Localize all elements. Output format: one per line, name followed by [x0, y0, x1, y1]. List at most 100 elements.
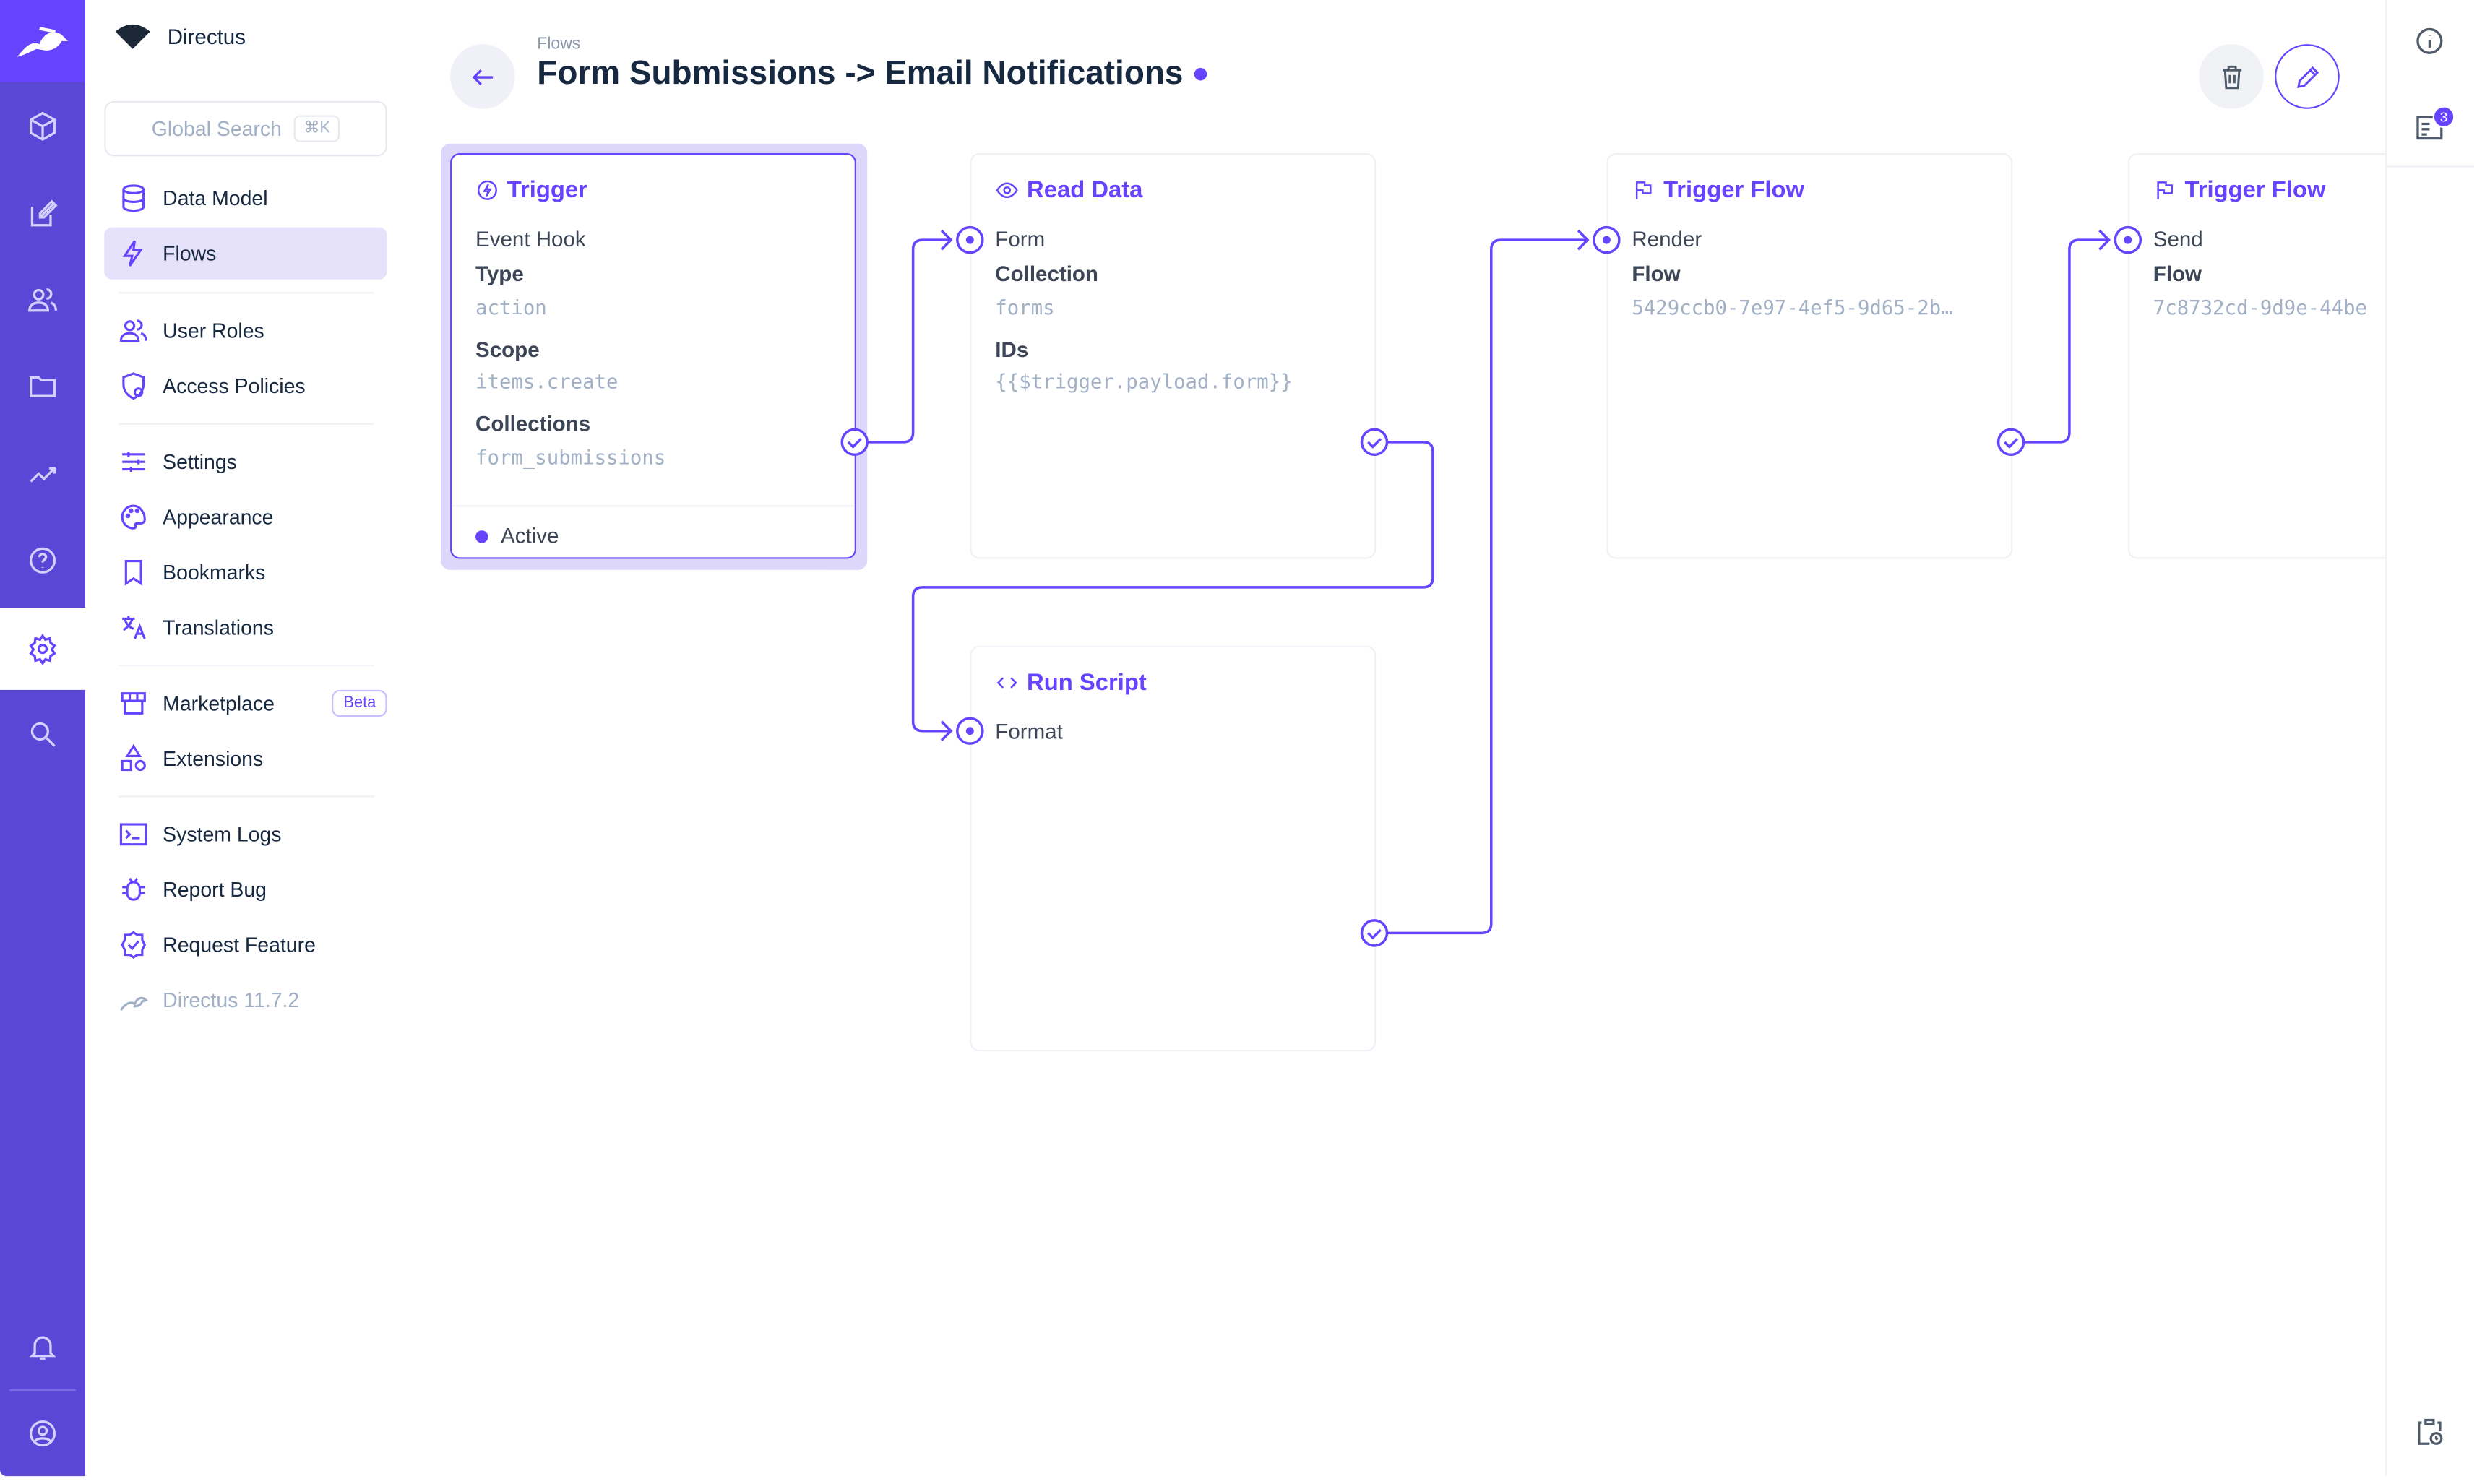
- operation-name: Form: [995, 227, 1046, 251]
- scope-value: items.create: [475, 369, 619, 394]
- connector-read-script: [911, 441, 1434, 733]
- flow-value: 5429ccb0-7e97-4ef5-9d65-2b…: [1632, 295, 1953, 319]
- connector-script-trigger1: [1387, 238, 1588, 935]
- resolve-handle-script: [1360, 919, 1389, 947]
- input-handle-trigger-flow-1: [1593, 225, 1621, 254]
- search-shortcut: ⌘K: [294, 115, 340, 142]
- trigger-flow-card-send-clip: Trigger Flow Send Flow 7c8732cd-9d9e-44b…: [2127, 152, 2386, 559]
- read-data-card[interactable]: Read Data Form Collection forms IDs {{$t…: [970, 152, 1377, 559]
- project-logo-icon: [115, 24, 150, 49]
- nav-item-extensions[interactable]: Extensions: [104, 733, 387, 785]
- divider: [452, 505, 855, 507]
- verified-icon: [121, 931, 147, 959]
- global-search-input[interactable]: Global Search ⌘K: [104, 100, 387, 157]
- insights-module-icon[interactable]: [0, 433, 85, 515]
- ids-value: {{$trigger.payload.form}}: [995, 369, 1293, 394]
- active-status-dot: [1194, 67, 1207, 81]
- nav-label: Marketplace: [163, 691, 275, 715]
- divider: [118, 664, 375, 667]
- card-title: Read Data: [1027, 176, 1143, 204]
- bookmark-icon: [124, 559, 142, 586]
- logs-button[interactable]: 3: [2414, 105, 2455, 152]
- nav-item-bookmarks[interactable]: Bookmarks: [104, 546, 387, 598]
- translate-icon: [122, 616, 146, 639]
- nav-label: System Logs: [163, 822, 282, 847]
- pencil-icon: [2296, 65, 2319, 87]
- trigger-card-title: Trigger: [475, 177, 587, 204]
- trigger-flow-card-render[interactable]: Trigger Flow Render Flow 5429ccb0-7e97-4…: [1606, 152, 2013, 559]
- collections-label: Collections: [475, 412, 591, 436]
- card-title: Trigger Flow: [1663, 176, 1805, 204]
- nav-item-user-roles[interactable]: User Roles: [104, 305, 387, 357]
- nav-item-settings[interactable]: Settings: [104, 436, 387, 488]
- palette-icon: [121, 504, 146, 530]
- search-module-icon[interactable]: [0, 693, 85, 775]
- input-handle-trigger-flow-2: [2114, 225, 2142, 254]
- divider: [118, 795, 375, 798]
- nav-item-data-model[interactable]: Data Model: [104, 172, 387, 224]
- nav-label: User Roles: [163, 319, 264, 343]
- right-sidebar: 3: [2385, 0, 2474, 1477]
- settings-module-icon[interactable]: [0, 608, 86, 690]
- resolve-handle-trigger-flow: [1996, 428, 2025, 457]
- bolt-icon: [122, 240, 144, 267]
- nav-label: Access Policies: [163, 374, 306, 398]
- delete-button[interactable]: [2199, 44, 2264, 109]
- terminal-icon: [119, 823, 147, 846]
- nav-item-system-logs[interactable]: System Logs: [104, 808, 387, 860]
- back-button[interactable]: [450, 44, 515, 109]
- page-title: Form Submissions -> Email Notifications: [537, 55, 1184, 92]
- nav-item-report-bug[interactable]: Report Bug: [104, 863, 387, 915]
- card-title: Run Script: [1027, 669, 1147, 696]
- user-avatar-icon[interactable]: [0, 1392, 85, 1475]
- connector-trigger-read: [867, 238, 952, 444]
- info-button[interactable]: [2414, 25, 2446, 65]
- nav-label: Flows: [163, 241, 217, 266]
- revisions-button[interactable]: [2414, 1416, 2446, 1456]
- nav-item-appearance[interactable]: Appearance: [104, 491, 387, 543]
- operation-name: Send: [2153, 227, 2203, 251]
- connector-trigger1-trigger2: [2022, 238, 2109, 444]
- code-icon: [996, 677, 1017, 689]
- nav-item-request-feature[interactable]: Request Feature: [104, 919, 387, 971]
- directus-logo[interactable]: [0, 0, 86, 82]
- info-icon: [2416, 27, 2443, 54]
- breadcrumb[interactable]: Flows: [537, 35, 581, 54]
- operation-name: Render: [1632, 227, 1702, 251]
- divider: [2387, 165, 2474, 168]
- notifications-bell-icon[interactable]: [0, 1306, 85, 1388]
- rail-divider: [9, 1389, 76, 1392]
- users-module-icon[interactable]: [0, 259, 85, 341]
- edit-button[interactable]: [2275, 44, 2340, 109]
- project-info[interactable]: Directus: [113, 22, 246, 51]
- files-module-icon[interactable]: [0, 346, 85, 428]
- version-label: Directus 11.7.2: [163, 988, 300, 1012]
- collection-label: Collection: [995, 262, 1098, 286]
- flow-handles: [840, 225, 2142, 947]
- content-module-icon[interactable]: [0, 85, 85, 168]
- trigger-subtitle: Event Hook: [475, 227, 586, 251]
- trigger-card[interactable]: Trigger Event Hook Type action Scope ite…: [450, 152, 856, 559]
- nav-item-translations[interactable]: Translations: [104, 602, 387, 654]
- run-script-card[interactable]: Run Script Format: [970, 645, 1377, 1052]
- database-icon: [122, 184, 145, 212]
- shield-icon: [122, 372, 145, 400]
- nav-item-access-policies[interactable]: Access Policies: [104, 360, 387, 412]
- nav-label: Extensions: [163, 746, 264, 771]
- flag-icon: [2157, 181, 2173, 199]
- flow-label: Flow: [2153, 262, 2202, 286]
- flow-value: 7c8732cd-9d9e-44be: [2153, 295, 2367, 319]
- trigger-status[interactable]: Active: [475, 524, 559, 548]
- trash-icon: [2221, 64, 2241, 89]
- type-label: Type: [475, 262, 524, 286]
- help-module-icon[interactable]: [0, 519, 85, 602]
- trigger-flow-card-send[interactable]: Trigger Flow Send Flow 7c8732cd-9d9e-44b…: [2127, 152, 2386, 559]
- logs-icon: [2416, 116, 2443, 140]
- nav-item-flows[interactable]: Flows: [104, 227, 387, 280]
- store-icon: [121, 692, 146, 715]
- sliders-icon: [122, 452, 145, 472]
- search-placeholder: Global Search: [151, 116, 282, 141]
- edit-module-icon[interactable]: [0, 173, 85, 256]
- card-title: Trigger Flow: [2184, 176, 2326, 204]
